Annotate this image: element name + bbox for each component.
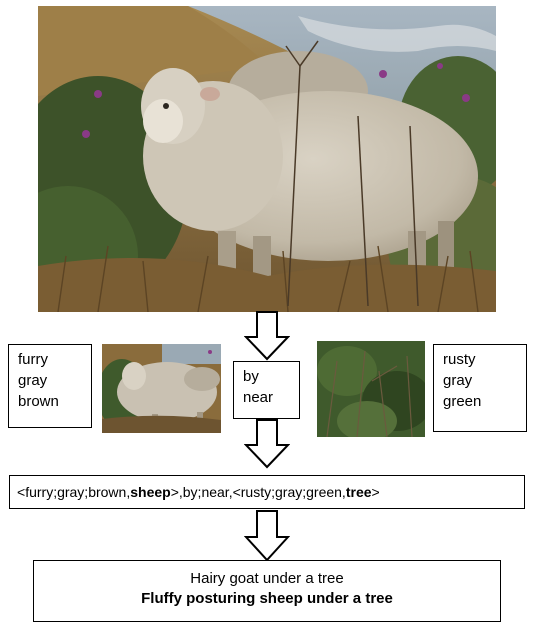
tree-attribute: gray <box>443 372 473 389</box>
tuple-box: <furry;gray;brown,sheep>,by;near,<rusty;… <box>9 475 525 509</box>
tuple-text: <furry;gray;brown,sheep>,by;near,<rusty;… <box>17 483 380 501</box>
caption-box: Hairy goat under a tree Fluffy posturing… <box>33 560 501 622</box>
main-photo <box>38 6 496 312</box>
tuple-open: < <box>17 484 26 500</box>
sheep-attribute: furry <box>18 351 48 368</box>
tree-attributes-box: rusty gray green <box>433 344 527 432</box>
down-arrow-icon <box>244 510 290 562</box>
sheep-crop-photo <box>102 344 221 433</box>
down-arrow-icon <box>244 419 290 469</box>
tuple-subject: sheep <box>130 484 171 500</box>
tree-attribute: green <box>443 393 482 410</box>
baseline-caption: Hairy goat under a tree <box>190 570 344 587</box>
relation-label: by <box>243 368 259 385</box>
tuple-close: > <box>371 484 380 500</box>
sheep-attribute: brown <box>18 393 59 410</box>
tuple-sheep-attributes: furry;gray;brown, <box>25 484 131 500</box>
relation-label: near <box>243 389 274 406</box>
tuple-tree-attributes: rusty;gray;green, <box>240 484 346 500</box>
shrub-crop-photo <box>317 341 425 437</box>
down-arrow-icon <box>244 311 290 361</box>
relations-box: by near <box>233 361 300 419</box>
tuple-object: tree <box>345 484 372 500</box>
tuple-relations: >,by;near,< <box>170 484 241 500</box>
tree-crop <box>317 341 425 437</box>
sheep-photo-illustration <box>38 6 496 312</box>
sheep-crop <box>102 344 221 433</box>
tree-attribute: rusty <box>443 351 476 368</box>
improved-caption: Fluffy posturing sheep under a tree <box>141 590 393 607</box>
sheep-attributes-box: furry gray brown <box>8 344 92 428</box>
sheep-attribute: gray <box>18 372 48 389</box>
